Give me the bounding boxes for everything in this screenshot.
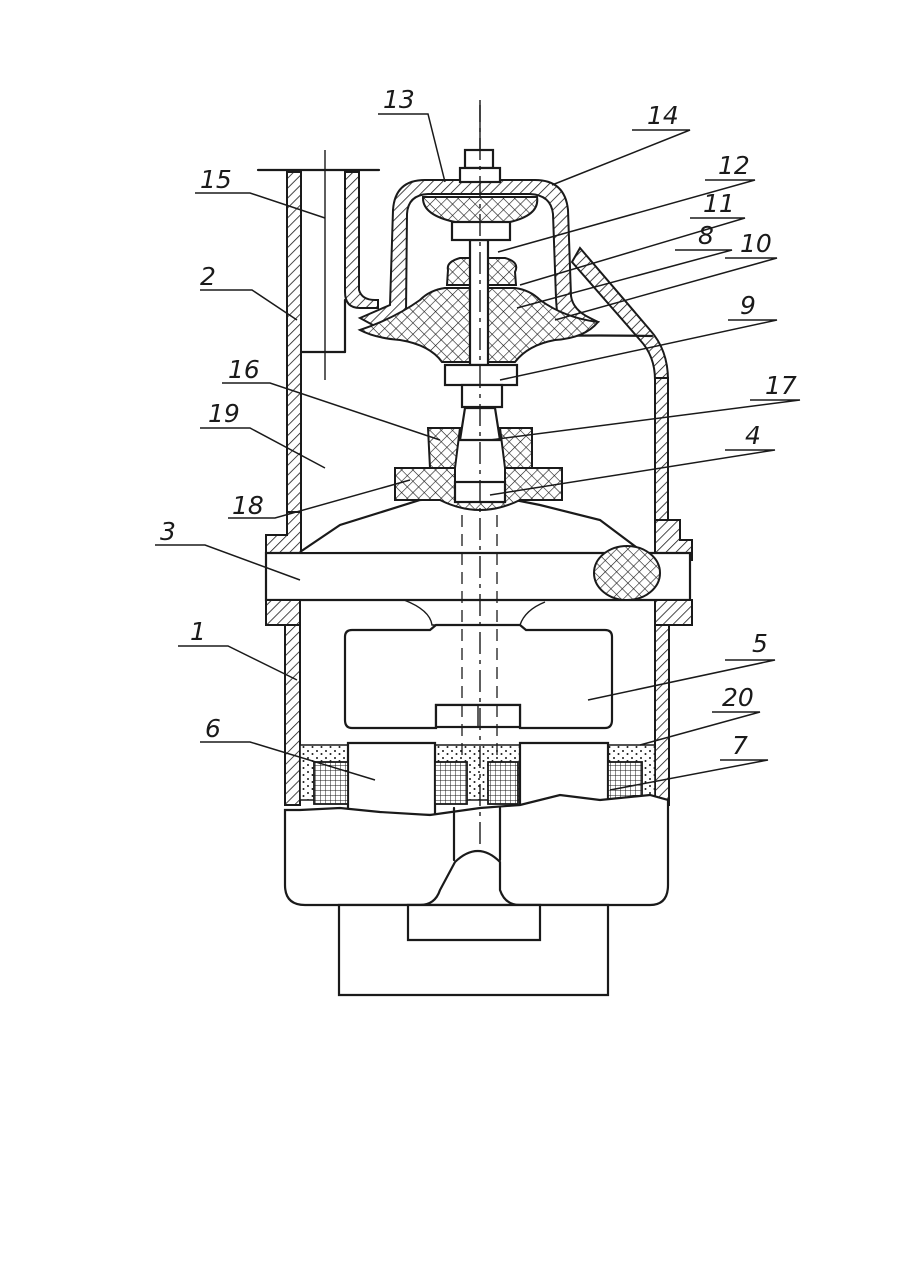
rotor xyxy=(345,625,612,728)
callout-12: 12 xyxy=(718,151,750,180)
callout-9: 9 xyxy=(740,291,756,320)
callout-16: 16 xyxy=(228,355,260,384)
callout-13: 13 xyxy=(383,85,415,114)
callout-7: 7 xyxy=(732,731,748,760)
callout-19: 19 xyxy=(208,399,240,428)
callout-2: 2 xyxy=(200,262,216,291)
callout-17: 17 xyxy=(765,371,797,400)
callout-10: 10 xyxy=(740,229,772,258)
callout-14: 14 xyxy=(647,101,679,130)
callout-11: 11 xyxy=(703,189,735,218)
callout-5: 5 xyxy=(752,629,768,658)
motor-base xyxy=(285,795,668,995)
callout-4: 4 xyxy=(745,421,761,450)
callout-18: 18 xyxy=(232,491,264,520)
coupling xyxy=(395,408,562,510)
callout-1: 1 xyxy=(190,617,206,646)
callout-20: 20 xyxy=(722,683,754,712)
partition-plate xyxy=(266,497,692,625)
callout-8: 8 xyxy=(698,221,714,250)
callout-6: 6 xyxy=(205,714,221,743)
callout-15: 15 xyxy=(200,165,232,194)
callout-3: 3 xyxy=(160,517,176,546)
